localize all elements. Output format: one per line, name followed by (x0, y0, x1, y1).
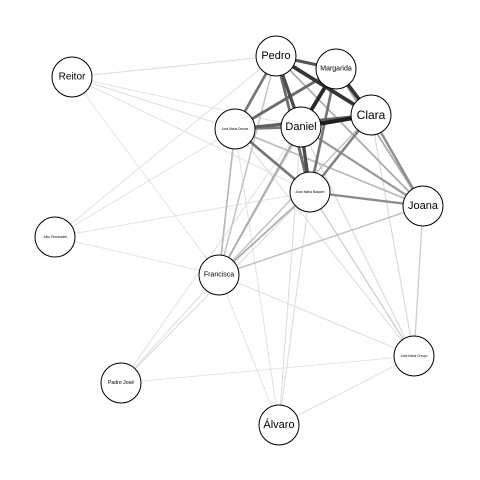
node-joana[interactable]: Joana (402, 185, 444, 227)
edge-alvaro-daniel (278, 126, 302, 426)
node-circle-jose-maria-dornes (214, 108, 256, 150)
edge-alvaro-jose-maria-dornes (234, 128, 280, 426)
node-label-julio-fernandes: Júlio Fernandes (43, 235, 67, 239)
node-jose-maria-crespo[interactable]: José Maria Crespo (393, 335, 435, 377)
node-margarida[interactable]: Margarida (315, 48, 357, 90)
node-circle-jose-maria-crespo (393, 335, 435, 377)
edge-jose-maria-crespo-daniel (300, 126, 415, 357)
edge-julio-fernandes-jose-maria-baquim (54, 191, 311, 238)
edge-pedro-francisca (218, 55, 277, 276)
edge-reitor-daniel (71, 76, 302, 128)
edge-reitor-jose-maria-dornes (71, 76, 236, 130)
edge-pedro-reitor (71, 55, 277, 78)
node-alvaro[interactable]: Álvaro (258, 404, 300, 446)
node-francisca[interactable]: Francisca (198, 254, 240, 296)
edge-julio-fernandes-francisca (54, 236, 220, 276)
edge-alvaro-jose-maria-crespo (278, 355, 415, 426)
node-circle-daniel (280, 106, 322, 148)
node-label-clara: Clara (357, 108, 386, 122)
node-label-pedro: Pedro (261, 50, 290, 62)
edge-julio-fernandes-jose-maria-dornes (54, 128, 236, 238)
edge-jose-maria-baquim-alvaro (278, 191, 311, 426)
node-daniel[interactable]: Daniel (280, 106, 322, 148)
edge-alvaro-francisca (218, 274, 280, 426)
edge-jose-maria-crespo-jose-maria-dornes (234, 128, 415, 357)
node-label-margarida: Margarida (320, 66, 352, 73)
edge-reitor-francisca (71, 76, 220, 276)
edge-padre-jose-jose-maria-crespo (120, 355, 415, 384)
edge-joana-jose-maria-crespo (413, 205, 424, 357)
edge-joana-francisca (218, 205, 424, 276)
node-reitor[interactable]: Reitor (51, 56, 93, 98)
node-circle-julio-fernandes (34, 216, 76, 258)
node-label-jose-maria-crespo: José Maria Crespo (401, 354, 428, 358)
edge-margarida-joana (335, 68, 424, 207)
node-pedro[interactable]: Pedro (255, 35, 297, 77)
node-label-alvaro: Álvaro (263, 418, 294, 431)
edge-jose-maria-baquim-francisca (218, 191, 311, 276)
node-label-joana: Joana (408, 200, 439, 212)
edge-jose-maria-crespo-clara (370, 114, 415, 357)
edge-reitor-jose-maria-baquim (71, 76, 311, 193)
node-circle-pedro (255, 35, 297, 77)
edge-julio-fernandes-pedro (54, 55, 277, 238)
node-label-daniel: Daniel (285, 121, 316, 133)
edge-padre-jose-daniel (120, 126, 302, 384)
edge-daniel-francisca (218, 126, 302, 276)
node-padre-jose[interactable]: Padre José (100, 362, 142, 404)
edge-jose-maria-dornes-francisca (218, 128, 236, 276)
node-label-padre-jose: Padre José (108, 380, 134, 386)
edge-pedro-joana (275, 55, 424, 207)
node-circle-francisca (198, 254, 240, 296)
node-circle-reitor (51, 56, 93, 98)
node-jose-maria-baquim[interactable]: José Maria Baquim (289, 171, 331, 213)
node-label-jose-maria-dornes: José Maria Dornes (222, 127, 249, 131)
node-jose-maria-dornes[interactable]: José Maria Dornes (214, 108, 256, 150)
node-label-reitor: Reitor (59, 72, 86, 83)
edge-francisca-jose-maria-crespo (218, 274, 415, 357)
node-circle-clara (350, 94, 392, 136)
node-clara[interactable]: Clara (350, 94, 392, 136)
node-circle-jose-maria-baquim (289, 171, 331, 213)
node-circle-padre-jose (100, 362, 142, 404)
edge-padre-jose-francisca (120, 274, 220, 384)
node-label-francisca: Francisca (204, 272, 234, 279)
node-circle-margarida (315, 48, 357, 90)
node-julio-fernandes[interactable]: Júlio Fernandes (34, 216, 76, 258)
edge-jose-maria-baquim-jose-maria-crespo (309, 191, 415, 357)
node-circle-joana (402, 185, 444, 227)
node-circle-alvaro (258, 404, 300, 446)
node-label-jose-maria-baquim: José Maria Baquim (295, 190, 324, 194)
